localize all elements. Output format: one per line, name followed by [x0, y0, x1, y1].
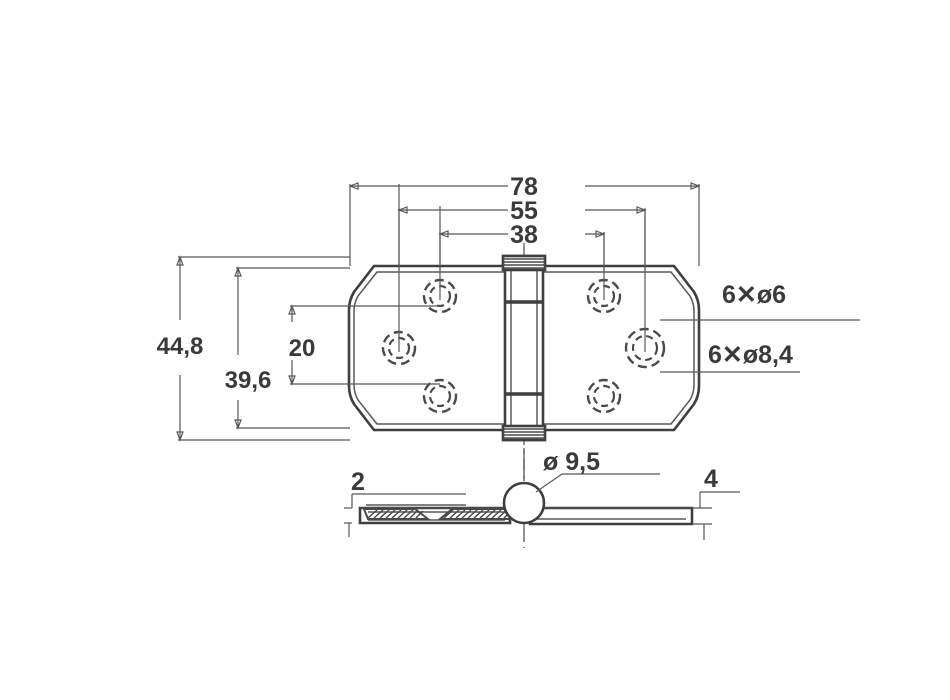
dimension-label-thickness-4: 4 [704, 465, 718, 493]
callout-pin-diameter: ø 9,5 [535, 448, 660, 493]
dimension-44-8: 44,8 [157, 255, 350, 442]
callout-label-large-holes: 6✕ø8,4 [708, 341, 793, 369]
section-right-leaf [528, 506, 694, 526]
right-callout-group: 6✕ø6 6✕ø8,4 [660, 281, 860, 373]
callout-label-pin-diameter: ø 9,5 [543, 448, 600, 476]
top-dimension-group: 78 55 38 [348, 173, 701, 270]
dimension-label-38: 38 [510, 221, 538, 249]
dimension-label-78: 78 [510, 173, 538, 201]
dimension-label-thickness-2: 2 [351, 468, 365, 496]
plan-view [347, 184, 701, 500]
dimension-20: 20 [288, 304, 440, 386]
dimension-thickness-4: 4 [692, 465, 740, 540]
left-dimension-group: 44,8 39,6 20 [157, 255, 440, 442]
callout-small-holes: 6✕ø6 [660, 281, 860, 321]
section-pin-circle [502, 481, 546, 525]
dimension-label-39-6: 39,6 [225, 367, 272, 394]
knuckle-barrel [501, 254, 547, 442]
callout-label-small-holes: 6✕ø6 [722, 281, 786, 309]
left-leaf-outline [347, 264, 508, 432]
dimension-label-55: 55 [510, 197, 538, 225]
dimension-55: 55 [397, 197, 647, 270]
callout-large-holes: 6✕ø8,4 [660, 341, 800, 373]
section-view: 2 4 ø 9,5 [344, 448, 740, 548]
hole-right-lower [586, 378, 622, 414]
knuckle-top-hatch [503, 258, 545, 269]
dimension-78: 78 [348, 173, 701, 266]
dimension-label-20: 20 [289, 335, 316, 362]
hole-left-lower [422, 378, 458, 414]
dimension-39-6: 39,6 [225, 266, 350, 430]
dimension-38: 38 [438, 221, 606, 270]
dimension-label-44-8: 44,8 [157, 333, 204, 360]
section-left-leaf [358, 504, 512, 525]
right-leaf-outline [540, 264, 701, 432]
knuckle-bottom-hatch [503, 428, 545, 439]
dimension-thickness-2: 2 [344, 468, 466, 537]
section-hatch-left [362, 508, 431, 520]
